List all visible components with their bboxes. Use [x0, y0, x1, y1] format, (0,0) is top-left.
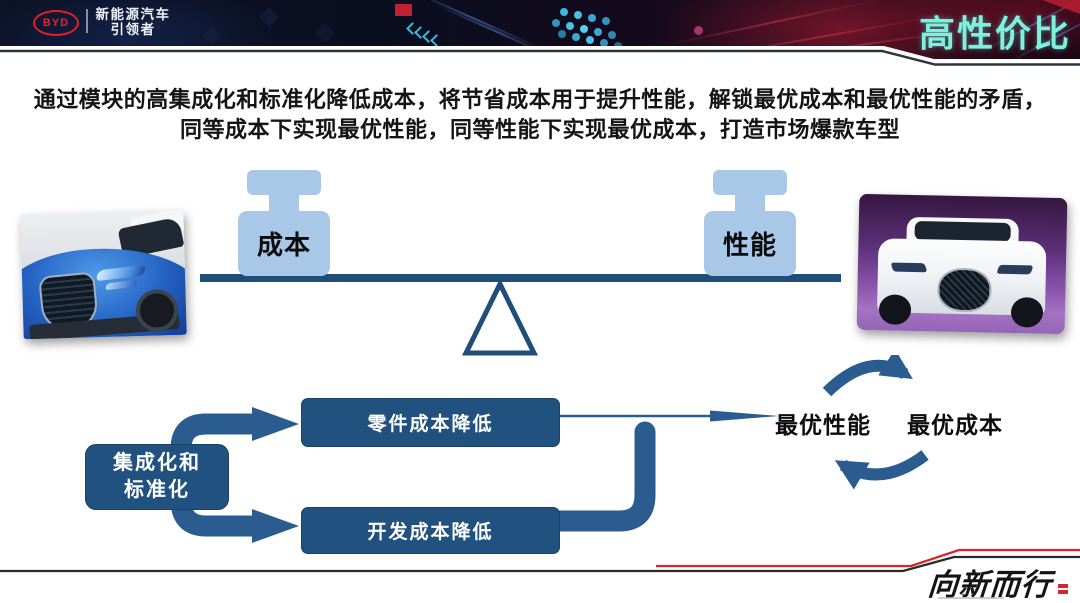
cycle-arc-top: [822, 355, 913, 397]
red-seal-mark: [1058, 584, 1068, 588]
box-integration-standardization: 集成化和 标准化: [85, 444, 229, 510]
flow-connectors: [170, 355, 929, 543]
white-suv-photo: [856, 193, 1068, 335]
box-integration-line2: 标准化: [124, 479, 190, 501]
weight-cost-label: 成本: [238, 211, 330, 276]
brand-line1: 新能源汽车: [95, 7, 171, 22]
balance-beam: [200, 274, 841, 282]
brand-text: 新能源汽车 引领者: [95, 7, 171, 37]
red-block-decoration: [395, 4, 412, 16]
car-headlight: [890, 262, 928, 273]
intro-text: 通过模块的高集成化和标准化降低成本，将节省成本用于提升性能，解锁最优成本和最优性…: [0, 85, 1080, 145]
blue-car-photo: [20, 209, 187, 340]
cycle-arc-bottom: [834, 450, 929, 490]
box-integration-line1: 集成化和: [113, 452, 201, 474]
weight-neck: [735, 192, 765, 213]
arrowhead-to-branch1: [252, 407, 299, 441]
intro-line1: 通过模块的高集成化和标准化降低成本，将节省成本用于提升性能，解锁最优成本和最优性…: [33, 87, 1047, 112]
car-grille: [937, 267, 992, 313]
footer-black-line: [0, 555, 1080, 573]
page-title: 高性价比: [918, 13, 1071, 54]
merge-connector: [548, 421, 656, 532]
car-wheel: [1010, 297, 1044, 328]
car-headlight: [996, 264, 1034, 275]
box-dev-cost-reduction: 开发成本降低: [301, 507, 560, 554]
result-arrowhead: [710, 410, 779, 422]
intro-line2: 同等成本下实现最优性能，同等性能下实现最优成本，打造市场爆款车型: [179, 117, 900, 142]
arrowhead-to-branch2: [252, 509, 299, 543]
weight-neck: [269, 192, 299, 213]
weight-performance: 性能: [704, 170, 796, 276]
car-wheel: [878, 294, 912, 325]
weight-knob: [713, 170, 787, 195]
dot-cluster-decoration: [560, 8, 568, 16]
byd-logo: BYD: [33, 10, 79, 36]
box-parts-cost-reduction: 零件成本降低: [301, 398, 560, 447]
weight-knob: [247, 170, 321, 195]
header-separator-line: [0, 49, 1080, 66]
result-labels: 最优性能 最优成本: [775, 406, 1003, 440]
result-best-cost: 最优成本: [907, 412, 1003, 438]
brand-line2: 引领者: [110, 22, 156, 37]
balance-fulcrum: [462, 281, 538, 356]
footer-lines: [0, 548, 1080, 573]
result-best-performance: 最优性能: [775, 412, 871, 438]
logo-divider: [86, 9, 88, 33]
footer-red-line: [656, 548, 1080, 568]
weight-cost: 成本: [238, 170, 330, 276]
magenta-dot-decoration: [694, 26, 703, 35]
byd-logo-text: BYD: [42, 17, 70, 29]
slogan-subtext-decoration: [938, 597, 1004, 599]
weight-performance-label: 性能: [704, 211, 796, 276]
